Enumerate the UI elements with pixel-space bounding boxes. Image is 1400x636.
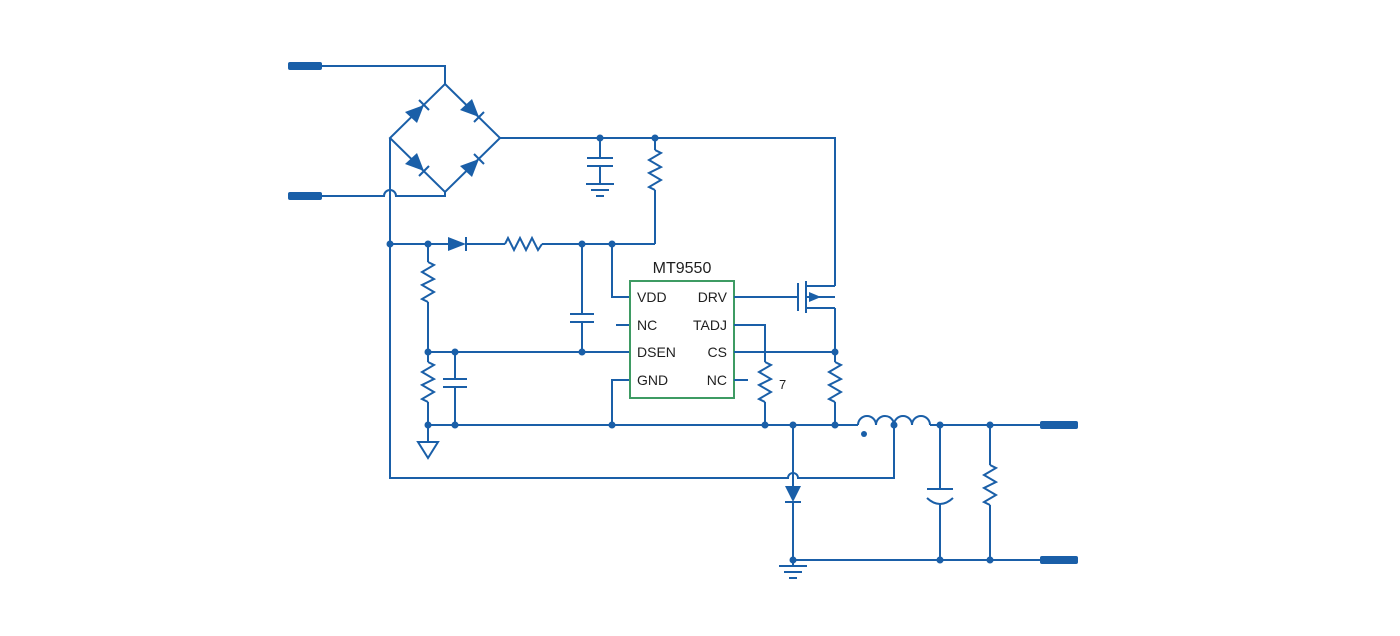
vdd-wire	[611, 244, 630, 298]
resistor-zigzag	[419, 361, 437, 403]
wire	[500, 137, 836, 286]
output-capacitor	[926, 425, 954, 560]
ic-pin-gnd: GND	[637, 372, 668, 388]
terminal-bar	[288, 62, 322, 70]
divider-resistor-lower	[419, 361, 437, 442]
polarity-dot	[861, 431, 867, 437]
ground-bars	[586, 183, 614, 197]
capacitor-plate-curved	[926, 497, 954, 505]
bridge-diode-bottom-right	[460, 159, 479, 177]
ic-pin-tadj: TADJ	[693, 317, 727, 333]
tadj-set-resistor: 7	[756, 361, 786, 425]
bridge-diamond	[388, 82, 502, 194]
bridge-diode-bottom-left-bar	[418, 165, 430, 177]
tadj-wire	[734, 324, 766, 362]
gnd-wire	[611, 379, 630, 425]
resistor-zigzag	[826, 361, 844, 403]
startup-resistor	[646, 138, 664, 244]
feed-diode	[448, 237, 467, 251]
divider-resistor-upper	[419, 244, 437, 362]
feed-resistor	[504, 235, 543, 253]
ic-pin-nc-right: NC	[707, 372, 727, 388]
wire-with-hop	[322, 189, 446, 197]
earth-ground-input	[586, 183, 614, 197]
wire	[611, 244, 630, 298]
terminal-bar	[288, 192, 322, 200]
dsen-capacitor	[443, 352, 467, 425]
ic-pin-cs: CS	[708, 344, 727, 360]
junction-dots	[386, 134, 994, 564]
wire	[611, 379, 630, 425]
mosfet-body-arrow	[809, 292, 821, 302]
resistor-zigzag	[646, 149, 664, 191]
external-mosfet	[797, 281, 836, 362]
current-sense-resistor	[826, 361, 844, 425]
tadj-resistor-value: 7	[779, 377, 786, 392]
terminal-bar	[1040, 421, 1078, 429]
diode-triangle	[448, 237, 466, 251]
bridge-diode-top-right-bar	[473, 111, 485, 123]
input-terminal-line	[288, 62, 446, 84]
ic-pin-nc-left: NC	[637, 317, 657, 333]
capacitor-plates	[587, 157, 613, 167]
ic-pin-dsen: DSEN	[637, 344, 676, 360]
resistor-zigzag	[756, 361, 774, 403]
output-load-resistor	[981, 425, 999, 560]
ic-pin-drv: DRV	[698, 289, 728, 305]
ic-mt9550: MT9550 VDD NC DSEN GND DRV TADJ CS NC	[629, 260, 735, 399]
ic-title: MT9550	[653, 260, 712, 277]
dc-positive-rail	[500, 137, 836, 286]
signal-ground-arrow	[416, 441, 440, 460]
input-filter-capacitor	[587, 138, 613, 184]
capacitor-plates	[443, 378, 467, 388]
bridge-diode-top-left	[405, 105, 424, 123]
ground-arrow-triangle	[416, 441, 440, 460]
output-terminal-positive	[1040, 421, 1078, 429]
bridge-diode-top-right	[460, 99, 479, 117]
bridge-diode-bottom-right-bar	[473, 153, 485, 165]
output-terminal-negative	[1040, 556, 1078, 564]
ic-pin-vdd: VDD	[637, 289, 667, 305]
bridge-diode-top-left-bar	[418, 99, 430, 111]
vdd-capacitor	[570, 244, 594, 352]
bridge-rectifier	[388, 82, 502, 194]
freewheel-diode	[785, 425, 801, 560]
diode-triangle	[785, 486, 801, 502]
earth-ground-output	[779, 560, 807, 579]
ground-bars	[779, 565, 807, 579]
capacitor-plates	[570, 313, 594, 323]
wire	[322, 65, 446, 84]
input-terminal-neutral	[288, 189, 446, 200]
bridge-diode-bottom-left	[405, 153, 424, 171]
terminal-bar	[1040, 556, 1078, 564]
wire	[734, 324, 766, 362]
ic-body	[629, 280, 735, 399]
resistor-zigzag	[504, 235, 543, 253]
resistor-zigzag	[981, 464, 999, 506]
resistor-zigzag	[419, 261, 437, 303]
